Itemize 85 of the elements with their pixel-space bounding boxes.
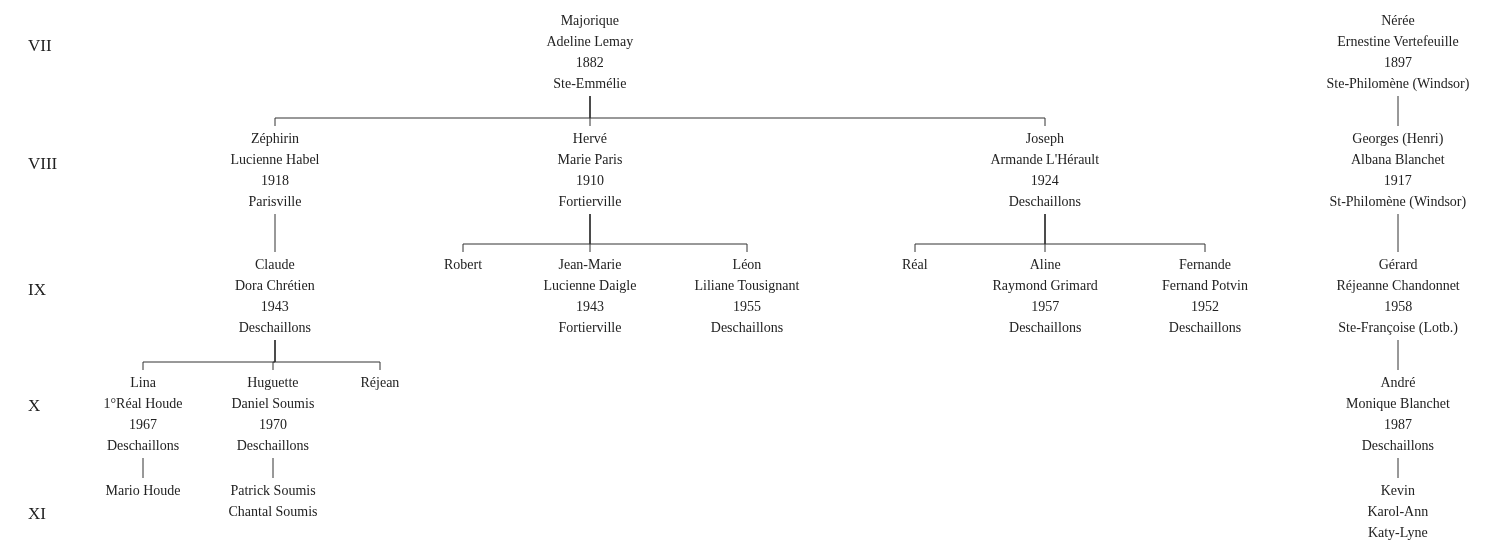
tree-line: [1397, 457, 1399, 479]
family-entry-text: Kevin: [1379, 482, 1416, 500]
tree-line: [1397, 213, 1399, 253]
family-entry-text: 1943: [259, 298, 290, 316]
family-entry-text: 1924: [1029, 172, 1060, 190]
family-entry-text: 1955: [731, 298, 762, 316]
tree-line: [274, 339, 381, 371]
family-entry-text: 1958: [1383, 298, 1414, 316]
family-entry-text: Gérard: [1377, 256, 1419, 274]
family-entry-text: Deschaillons: [1167, 319, 1243, 337]
family-entry-text: 1917: [1382, 172, 1413, 190]
family-entry-text: Robert: [444, 256, 483, 274]
family-entry-text: Adeline Lemay: [546, 33, 634, 51]
family-entry-text: Raymond Grimard: [992, 277, 1098, 295]
tree-line: [1044, 213, 1206, 253]
family-entry-text: Ste-Françoise (Lotb.): [1337, 319, 1459, 337]
family-entry-text: Léon: [731, 256, 763, 274]
family-entry-text: Deschaillons: [235, 437, 311, 455]
family-entry-text: Deschaillons: [1008, 319, 1083, 337]
generation-label: VII: [28, 36, 52, 56]
family-entry-text: Deschaillons: [709, 319, 785, 337]
tree-line: [142, 457, 144, 479]
family-entry-text: Claude: [254, 256, 296, 274]
family-entry-text: Fortierville: [557, 193, 623, 211]
family-entry-text: Réjeanne Chandonnet: [1336, 277, 1460, 295]
family-entry-text: Fernand Potvin: [1162, 277, 1248, 295]
family-entry-text: Réal: [902, 256, 928, 274]
tree-line: [1397, 95, 1399, 127]
family-entry-text: 1967: [128, 416, 159, 434]
family-entry-text: Dora Chrétien: [235, 277, 315, 295]
family-entry-text: Fortierville: [557, 319, 623, 337]
family-entry-text: Ernestine Vertefeuille: [1336, 33, 1460, 51]
family-entry-text: Marie Paris: [557, 151, 623, 169]
family-entry-text: Ste-Emmélie: [552, 75, 628, 93]
family-entry-text: Lina: [129, 374, 157, 392]
generation-label: XI: [28, 504, 46, 524]
family-entry-text: Zéphirin: [249, 130, 301, 148]
family-entry-text: Katy-Lyne: [1367, 524, 1429, 542]
family-entry-text: Nérée: [1380, 12, 1416, 30]
family-entry-text: André: [1379, 374, 1417, 392]
tree-line: [274, 213, 276, 253]
family-entry-text: Armande L'Hérault: [990, 151, 1100, 169]
family-entry-text: Deschaillons: [1360, 437, 1436, 455]
generation-label: IX: [28, 280, 46, 300]
family-entry-text: Karol-Ann: [1367, 503, 1429, 521]
family-entry-text: Ste-Philomène (Windsor): [1326, 75, 1470, 93]
family-entry-text: Parisville: [247, 193, 303, 211]
family-entry-text: 1897: [1382, 54, 1413, 72]
family-entry-text: St-Philomène (Windsor): [1329, 193, 1467, 211]
family-entry-text: Albana Blanchet: [1350, 151, 1446, 169]
family-entry-text: Aline: [1028, 256, 1062, 274]
family-entry-text: Georges (Henri): [1351, 130, 1445, 148]
generation-label: VIII: [28, 154, 58, 174]
family-entry-text: 1957: [1030, 298, 1061, 316]
family-entry-text: Liliane Tousignant: [694, 277, 800, 295]
family-entry-text: Deschaillons: [1007, 193, 1082, 211]
family-entry-text: Mario Houde: [105, 482, 181, 500]
family-entry-text: Daniel Soumis: [231, 395, 315, 413]
family-entry-text: 1°Réal Houde: [103, 395, 183, 413]
family-entry-text: 1943: [574, 298, 605, 316]
family-entry-text: 1882: [574, 54, 605, 72]
family-entry-text: Majorique: [559, 12, 620, 30]
family-entry-text: Fernande: [1177, 256, 1232, 274]
family-entry-text: 1970: [257, 416, 288, 434]
family-entry-text: 1910: [574, 172, 605, 190]
family-entry-text: Joseph: [1024, 130, 1065, 148]
tree-line: [272, 457, 274, 479]
family-entry-text: Hervé: [571, 130, 609, 148]
family-entry-text: Monique Blanchet: [1346, 395, 1450, 413]
family-entry-text: Réjean: [360, 374, 400, 392]
family-entry-text: Lucienne Habel: [230, 151, 320, 169]
family-entry-text: Huguette: [246, 374, 300, 392]
tree-line: [589, 213, 748, 253]
family-entry-text: Deschaillons: [237, 319, 312, 337]
family-entry-text: Lucienne Daigle: [543, 277, 637, 295]
family-entry-text: Jean-Marie: [557, 256, 623, 274]
family-entry-text: 1952: [1189, 298, 1220, 316]
tree-line: [589, 95, 1046, 127]
family-entry-text: Patrick Soumis: [229, 482, 317, 500]
family-entry-text: 1987: [1382, 416, 1413, 434]
family-entry-text: 1918: [260, 172, 290, 190]
tree-line: [1397, 339, 1399, 371]
family-entry-text: Chantal Soumis: [228, 503, 318, 521]
family-entry-text: Deschaillons: [105, 437, 181, 455]
generation-label: X: [28, 396, 41, 416]
